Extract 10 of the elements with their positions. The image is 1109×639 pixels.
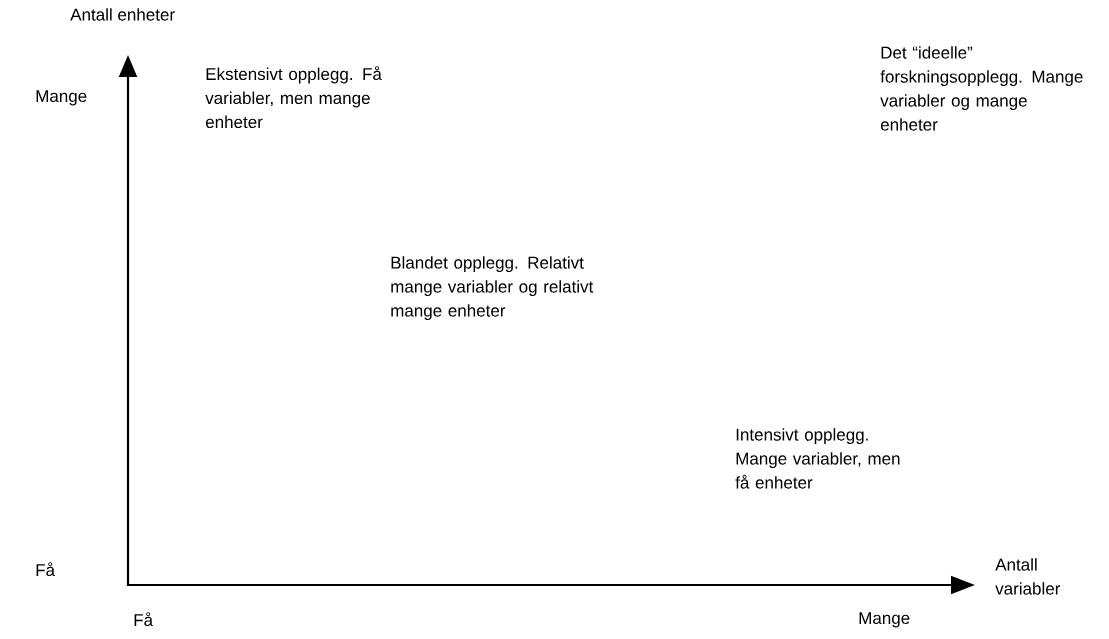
axis-tick-label: Mange	[36, 90, 87, 106]
axis-tick-label: Mange	[859, 612, 910, 628]
quadrant-text: Intensivt opplegg. Mange variabler, men få enheter	[735, 428, 900, 489]
axis-title: Antall variabler	[995, 558, 1061, 595]
quadrant-text: Ekstensivt opplegg. Få variabler, men mange enheter	[205, 66, 382, 129]
quadrant-text: Blandet opplegg. Relativt mange variabler og relativt mange enheter	[391, 256, 594, 321]
axis-title: Antall enheter	[70, 8, 175, 21]
quadrant-text: Det “ideelle” forskningsopplegg. Mange variabler og mange enheter	[880, 46, 1083, 131]
axis-tick-label: Få	[36, 562, 56, 577]
axis-tick-label: Få	[134, 612, 154, 627]
